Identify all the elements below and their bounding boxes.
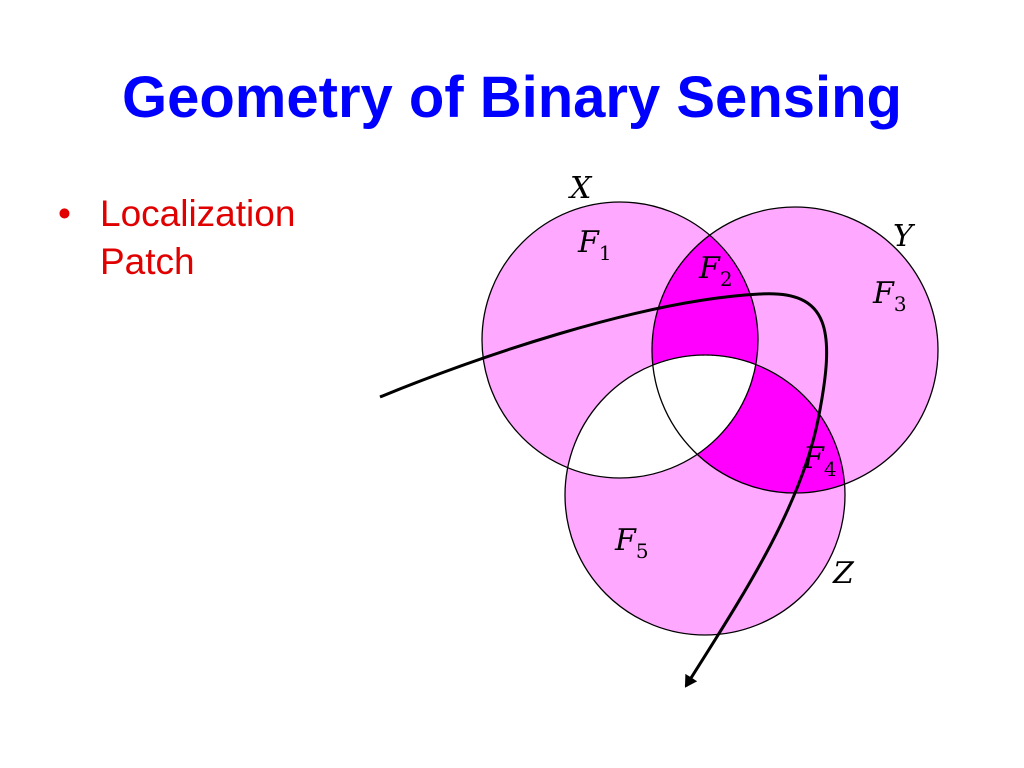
target-trajectory (379, 292, 829, 688)
bullet-list: • Localization Patch (58, 190, 295, 286)
region-label-f5: F5 (614, 523, 649, 563)
bullet-text-line-1: Localization (100, 193, 296, 234)
sensor-label-z: Z (832, 556, 855, 591)
bullet-item: • Localization Patch (58, 190, 295, 286)
outline-x (481, 201, 759, 479)
region-label-f3: F3 (872, 276, 907, 316)
slide-title: Geometry of Binary Sensing (122, 65, 902, 130)
bullet-text-line-2: Patch (100, 241, 195, 282)
region-label-f1: F1 (577, 225, 612, 265)
region-label-f4: F4 (802, 441, 837, 481)
outline-z (564, 354, 846, 636)
bullet-dot-icon: • (58, 193, 71, 234)
sensor-label-x: X (568, 171, 593, 206)
overlap-region-f4 (652, 355, 845, 493)
uncovered-region-xz (565, 355, 758, 478)
region-label-f2: F2 (698, 251, 733, 291)
sensor-label-y: Y (893, 219, 916, 254)
